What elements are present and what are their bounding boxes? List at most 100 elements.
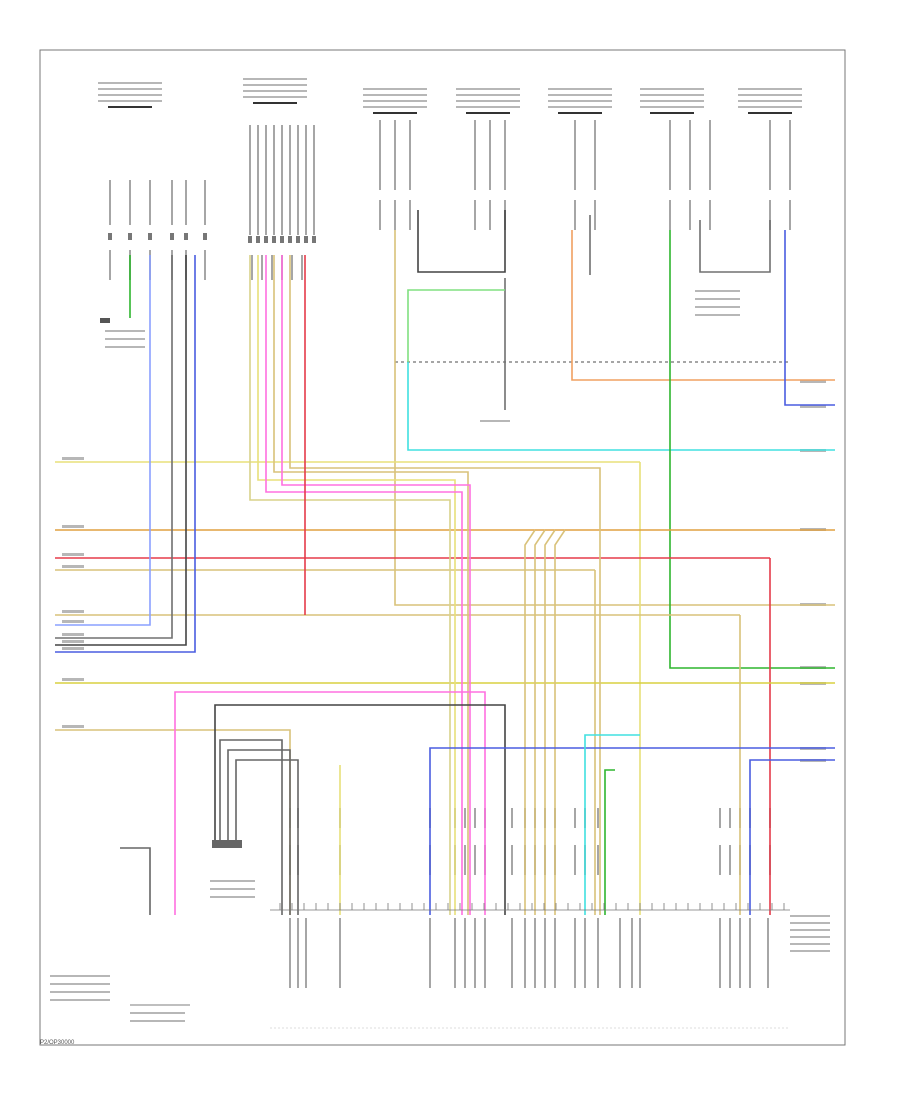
component-label-bold xyxy=(466,112,510,114)
illegible-vertical-label xyxy=(301,255,303,280)
illegible-vertical-label xyxy=(281,125,283,235)
green-wire xyxy=(604,769,615,915)
light-blue-wire xyxy=(55,255,151,626)
gray-wire xyxy=(55,255,173,639)
illegible-vertical-label xyxy=(769,120,771,190)
gray-wire xyxy=(214,704,506,915)
pin-label xyxy=(739,918,741,988)
illegible-label xyxy=(50,983,110,985)
illegible-vertical-label xyxy=(489,200,491,230)
illegible-vertical-label xyxy=(719,845,721,875)
illegible-vertical-label xyxy=(379,120,381,190)
gray-wire xyxy=(55,255,187,646)
illegible-label xyxy=(210,888,255,890)
illegible-vertical-label xyxy=(504,120,506,190)
module-label xyxy=(790,943,830,945)
pin-label xyxy=(305,918,307,988)
illegible-vertical-label xyxy=(689,200,691,230)
pin-label xyxy=(544,918,546,988)
blue-wire xyxy=(55,255,196,653)
illegible-vertical-label xyxy=(394,200,396,230)
wire-color-label xyxy=(62,620,84,623)
connector-icon xyxy=(170,233,174,240)
ground-icon xyxy=(100,318,110,323)
connector-icon xyxy=(312,236,316,243)
pin-label xyxy=(719,918,721,988)
connector-icon xyxy=(256,236,260,243)
gray-wire xyxy=(417,210,506,273)
illegible-vertical-label xyxy=(273,125,275,235)
illegible-vertical-label xyxy=(185,180,187,225)
illegible-vertical-label xyxy=(574,845,576,875)
illegible-vertical-label xyxy=(669,200,671,230)
diagram-border xyxy=(39,49,846,1046)
module-label xyxy=(790,929,830,931)
component-label xyxy=(738,88,802,90)
cyan-wire xyxy=(584,734,640,915)
module-label xyxy=(790,950,830,952)
illegible-vertical-label xyxy=(669,120,671,190)
illegible-label xyxy=(105,330,145,332)
illegible-label xyxy=(695,306,740,308)
illegible-vertical-label xyxy=(313,125,315,235)
connector-icon xyxy=(280,236,284,243)
component-label xyxy=(640,88,704,90)
connector-icon xyxy=(128,233,132,240)
pin-label xyxy=(289,918,291,988)
wire-color-label xyxy=(62,610,84,613)
illegible-vertical-label xyxy=(257,125,259,235)
component-label xyxy=(243,96,307,98)
pin-label xyxy=(511,918,513,988)
component-label xyxy=(98,94,162,96)
illegible-label xyxy=(130,1020,185,1022)
pink-wire xyxy=(174,691,486,915)
component-label xyxy=(98,82,162,84)
component-label-bold xyxy=(748,112,792,114)
gray-wire xyxy=(120,847,151,915)
illegible-vertical-label xyxy=(574,808,576,828)
pin-label xyxy=(631,918,633,988)
component-label xyxy=(548,100,612,102)
wire-color-label xyxy=(62,678,84,681)
component-label xyxy=(640,106,704,108)
component-label xyxy=(640,100,704,102)
illegible-vertical-label xyxy=(689,120,691,190)
bundle-wire xyxy=(265,255,463,915)
gray-wire xyxy=(227,749,291,915)
illegible-vertical-label xyxy=(149,180,151,225)
illegible-label xyxy=(695,298,740,300)
connector-icon xyxy=(108,233,112,240)
pin-label xyxy=(464,918,466,988)
component-label-bold xyxy=(558,112,602,114)
component-label xyxy=(456,100,520,102)
component-label xyxy=(243,78,307,80)
wire-color-label xyxy=(62,525,84,528)
component-label xyxy=(640,94,704,96)
component-label-bold xyxy=(650,112,694,114)
component-label xyxy=(548,88,612,90)
illegible-label xyxy=(210,880,255,882)
pin-label xyxy=(534,918,536,988)
component-label-bold xyxy=(108,106,152,108)
illegible-label xyxy=(50,999,110,1001)
component-label xyxy=(456,94,520,96)
component-label xyxy=(363,88,427,90)
illegible-vertical-label xyxy=(409,120,411,190)
pin-label xyxy=(574,918,576,988)
pin-label xyxy=(597,918,599,988)
illegible-vertical-label xyxy=(769,200,771,230)
illegible-vertical-label xyxy=(474,808,476,828)
illegible-vertical-label xyxy=(719,808,721,828)
wire-color-label xyxy=(62,647,84,650)
wire-color-label xyxy=(62,553,84,556)
wire-color-label xyxy=(62,640,84,643)
blue-wire xyxy=(784,230,835,406)
illegible-vertical-label xyxy=(464,808,466,828)
gray-wire xyxy=(235,759,299,915)
illegible-vertical-label xyxy=(594,120,596,190)
bundle-wire xyxy=(257,255,456,915)
connector-icon xyxy=(304,236,308,243)
illegible-label xyxy=(105,338,145,340)
pin-label xyxy=(639,918,641,988)
